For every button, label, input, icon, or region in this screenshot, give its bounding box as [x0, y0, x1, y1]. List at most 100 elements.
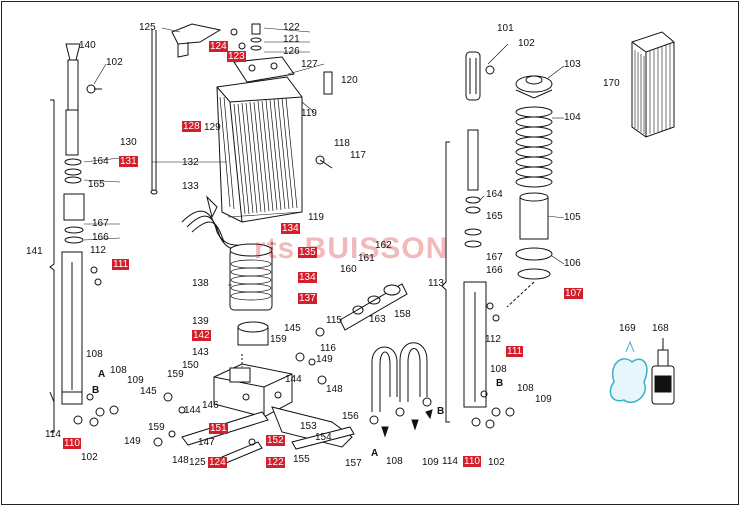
label-143: 143: [192, 347, 209, 358]
finned-block: [216, 56, 333, 223]
red-label-110-left[interactable]: 110: [63, 438, 81, 449]
label-140: 140: [79, 40, 96, 51]
label-156: 156: [342, 411, 359, 422]
tie-rod: [150, 30, 158, 195]
leader-lines: [83, 27, 565, 286]
label-155: 155: [293, 454, 310, 465]
pump-block: [153, 327, 355, 464]
red-label-137[interactable]: 137: [298, 293, 317, 304]
label-165-left: 165: [88, 179, 105, 190]
label-112-left: 112: [90, 245, 106, 256]
label-109-center: 109: [422, 457, 439, 468]
label-145-left: 145: [140, 386, 157, 397]
label-108-right-a: 108: [490, 364, 507, 375]
top-bracket: [171, 23, 333, 95]
red-label-134-bottom[interactable]: 134: [298, 272, 317, 283]
label-125: 125: [139, 22, 156, 33]
red-label-107[interactable]: 107: [564, 288, 583, 299]
label-118: 118: [334, 138, 350, 149]
valve-assembly: [339, 283, 408, 331]
label-157: 157: [345, 458, 362, 469]
label-114-left: 114: [45, 429, 61, 440]
label-149-center: 149: [316, 354, 333, 365]
label-108-left-b: 108: [110, 365, 127, 376]
label-164-left: 164: [92, 156, 109, 167]
grease-and-oil: [609, 338, 675, 405]
label-154: 154: [315, 432, 332, 443]
label-147: 147: [198, 437, 215, 448]
label-102-top-left: 102: [106, 57, 123, 68]
label-158: 158: [394, 309, 411, 320]
label-101: 101: [497, 23, 514, 34]
label-114-right: 114: [442, 456, 458, 467]
label-117: 117: [350, 150, 366, 161]
label-108-right-b: 108: [517, 383, 534, 394]
red-label-152[interactable]: 152: [266, 435, 285, 446]
label-167-left: 167: [92, 218, 109, 229]
red-label-124-top[interactable]: 124: [209, 41, 228, 52]
spring-assembly: [506, 75, 553, 308]
label-159-center: 159: [270, 334, 287, 345]
label-162: 162: [375, 240, 392, 251]
label-164-right: 164: [486, 189, 503, 200]
red-label-111-right[interactable]: 111: [506, 346, 524, 357]
label-125-bottom: 125: [189, 457, 206, 468]
label-149-left: 149: [124, 436, 141, 447]
red-label-122[interactable]: 122: [266, 457, 285, 468]
label-102-bottom-left: 102: [81, 452, 98, 463]
label-145-center: 145: [284, 323, 301, 334]
label-109-left: 109: [127, 375, 144, 386]
label-113: 113: [428, 278, 444, 289]
label-116: 116: [320, 343, 336, 354]
label-139: 139: [192, 316, 209, 327]
label-119-top: 119: [301, 108, 317, 119]
label-121: 121: [283, 34, 300, 45]
label-161: 161: [358, 253, 375, 264]
red-label-151[interactable]: 151: [209, 423, 228, 434]
label-167-right: 167: [486, 252, 503, 263]
red-label-128[interactable]: 128: [182, 121, 201, 132]
label-A-center: A: [371, 448, 379, 459]
motor: [229, 242, 273, 346]
label-169: 169: [619, 323, 636, 334]
hoses: [369, 342, 433, 438]
label-B-left: B: [92, 385, 100, 396]
red-label-123[interactable]: 123: [227, 51, 246, 62]
label-170: 170: [603, 78, 620, 89]
label-150: 150: [182, 360, 199, 371]
red-label-110-right[interactable]: 110: [463, 456, 481, 467]
red-label-131[interactable]: 131: [119, 156, 138, 167]
label-148-left: 148: [172, 455, 189, 466]
label-B-center: B: [437, 406, 445, 417]
label-165-right: 165: [486, 211, 503, 222]
label-102-top-right: 102: [518, 38, 535, 49]
label-120: 120: [341, 75, 358, 86]
label-159-top: 159: [167, 369, 184, 380]
label-130: 130: [120, 137, 137, 148]
label-129: 129: [204, 122, 221, 133]
label-106: 106: [564, 258, 581, 269]
red-label-142[interactable]: 142: [192, 330, 211, 341]
red-label-111-left[interactable]: 111: [112, 259, 130, 270]
label-B-right: B: [496, 378, 504, 389]
red-label-124-bottom[interactable]: 124: [208, 457, 227, 468]
red-label-134-top[interactable]: 134: [281, 223, 300, 234]
label-126: 126: [283, 46, 300, 57]
label-133: 133: [182, 181, 199, 192]
red-label-135[interactable]: 135: [298, 247, 317, 258]
label-103: 103: [564, 59, 581, 70]
label-148-center: 148: [326, 384, 343, 395]
label-127: 127: [301, 59, 318, 70]
label-146: 146: [202, 400, 219, 411]
label-141: 141: [26, 246, 43, 257]
left-cylinder: [49, 43, 119, 433]
label-119-bottom: 119: [308, 212, 324, 223]
label-122: 122: [283, 22, 300, 33]
label-112-right: 112: [485, 334, 501, 345]
label-153: 153: [300, 421, 317, 432]
label-109-right: 109: [535, 394, 552, 405]
label-108-left-a: 108: [86, 349, 103, 360]
label-159-bottom: 159: [148, 422, 165, 433]
